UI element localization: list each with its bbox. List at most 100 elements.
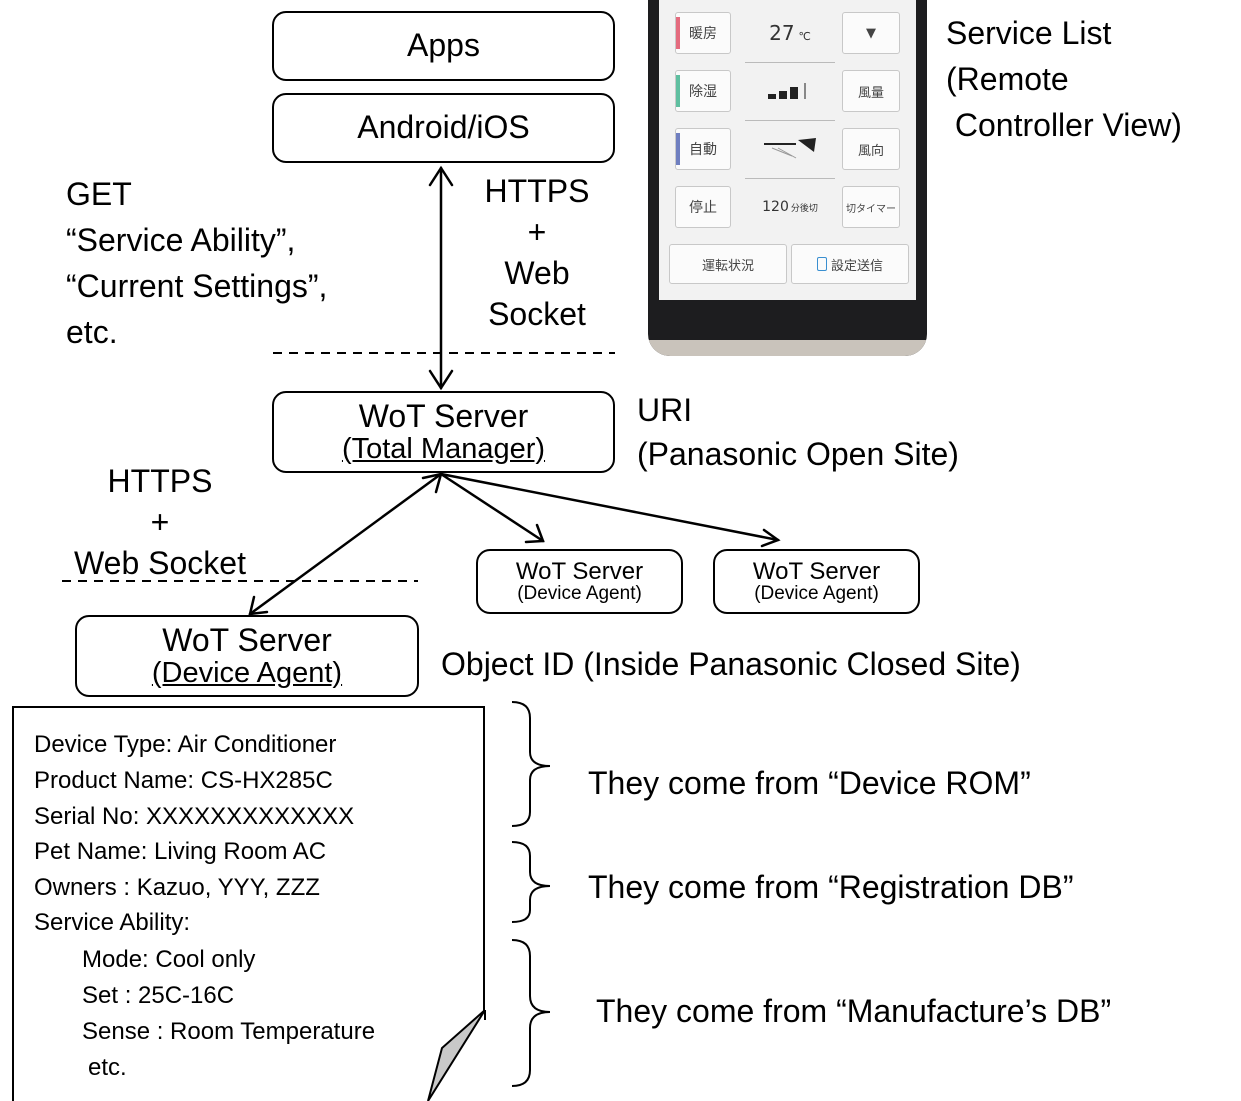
- get-label-line: etc.: [66, 314, 118, 350]
- connector-to-device-agent: [248, 472, 443, 616]
- https-left-line: HTTPS: [107, 463, 213, 499]
- get-label-line: GET: [66, 176, 132, 212]
- mode-color-bar: [676, 17, 680, 49]
- https-websocket-label-left: HTTPS + Web Socket: [50, 461, 270, 584]
- timer-display: 120 分後切: [745, 186, 835, 228]
- arrowhead-agent-left: [248, 595, 269, 616]
- card-page-curl: [427, 1010, 486, 1101]
- operation-status-button[interactable]: 運転状況: [669, 244, 787, 284]
- airflow-direction-icon: [745, 128, 835, 170]
- send-settings-label: 設定送信: [830, 258, 883, 274]
- https-websocket-label-top: HTTPS + Web Socket: [467, 171, 607, 335]
- fan-speed-bars: [768, 83, 806, 99]
- total-manager-subtitle: (Total Manager): [341, 432, 546, 465]
- card-line: Service Ability:: [34, 909, 191, 936]
- mode-color-bar: [676, 133, 680, 165]
- https-label-line: HTTPS: [484, 173, 590, 209]
- operation-status-label: 運転状況: [701, 258, 754, 274]
- https-label-line: Socket: [488, 296, 586, 332]
- remote-controller-screen: 暖房 27 ℃ ▼ 除湿 風量 自動: [659, 0, 916, 300]
- off-timer-label: 切タイマー: [846, 203, 896, 215]
- wot-server-device-agent-small-1: WoT Server (Device Agent): [476, 549, 683, 614]
- timer-unit: 分後切: [790, 203, 818, 214]
- temperature-down-button[interactable]: ▼: [842, 12, 900, 54]
- source-label-registration-db: They come from “Registration DB”: [588, 869, 1074, 905]
- mode-label: 暖房: [689, 26, 717, 42]
- brace-manufacture-db: [511, 939, 551, 1087]
- fan-speed-label: 風量: [857, 85, 884, 101]
- apps-box-label: Apps: [407, 27, 480, 64]
- object-id-label: Object ID (Inside Panasonic Closed Site): [441, 646, 1021, 682]
- small-agent-1-title: WoT Server: [515, 557, 644, 585]
- small-agent-2-title: WoT Server: [752, 557, 881, 585]
- https-left-line: +: [150, 504, 170, 540]
- airflow-direction-label: 風向: [857, 143, 884, 159]
- temperature-unit: ℃: [798, 29, 811, 43]
- card-line: Sense : Room Temperature: [82, 1018, 376, 1045]
- temperature-display: 27 ℃: [745, 12, 835, 54]
- card-line: Mode: Cool only: [82, 946, 256, 973]
- send-settings-button[interactable]: 設定送信: [791, 244, 909, 284]
- fan-speed-button[interactable]: 風量: [842, 70, 900, 112]
- remote-icon: [816, 257, 827, 271]
- divider: [745, 120, 835, 121]
- source-label-device-rom: They come from “Device ROM”: [588, 765, 1031, 801]
- uri-label-line: URI: [637, 392, 693, 428]
- https-label-line: Web: [504, 255, 570, 291]
- get-label-line: “Current Settings”,: [66, 268, 328, 304]
- https-label-line: +: [527, 214, 547, 250]
- service-list-line: Controller View): [946, 107, 1182, 143]
- card-line: Owners : Kazuo, YYY, ZZZ: [34, 874, 320, 901]
- arrowhead-up: [428, 165, 454, 187]
- card-line: Device Type: Air Conditioner: [34, 731, 337, 758]
- arrowhead-down: [428, 369, 454, 391]
- small-agent-2-subtitle: (Device Agent): [754, 583, 879, 605]
- brace-registration-db: [511, 841, 551, 923]
- mode-button-auto[interactable]: 自動: [675, 128, 731, 170]
- apps-box: Apps: [272, 11, 615, 81]
- brace-device-rom: [511, 701, 551, 827]
- small-agent-1-subtitle: (Device Agent): [517, 583, 642, 605]
- airflow-louver: [764, 138, 816, 159]
- get-label-line: “Service Ability”,: [66, 222, 296, 258]
- mode-label: 除湿: [689, 84, 717, 100]
- mode-button-heat[interactable]: 暖房: [675, 12, 731, 54]
- remote-controller-phone: 暖房 27 ℃ ▼ 除湿 風量 自動: [648, 0, 927, 356]
- mode-button-dehumidify[interactable]: 除湿: [675, 70, 731, 112]
- total-manager-title: WoT Server: [358, 397, 529, 434]
- off-timer-button[interactable]: 切タイマー: [842, 186, 900, 228]
- connector-to-small-agent-1: [439, 472, 545, 543]
- android-ios-box-label: Android/iOS: [357, 109, 530, 146]
- uri-label: URI (Panasonic Open Site): [637, 388, 959, 476]
- temperature-value: 27: [769, 21, 795, 45]
- card-line: Set : 25C-16C: [82, 982, 235, 1009]
- service-list-label: Service List (Remote Controller View): [946, 10, 1182, 148]
- mode-label: 停止: [689, 200, 717, 216]
- service-list-line: Service List: [946, 15, 1112, 51]
- mode-label: 自動: [689, 142, 717, 158]
- service-list-line: (Remote: [946, 61, 1069, 97]
- android-ios-box: Android/iOS: [272, 93, 615, 163]
- phone-base: [648, 340, 927, 356]
- arrowhead-small-agent-1: [524, 523, 545, 544]
- device-info-card: Device Type: Air Conditioner Product Nam…: [12, 706, 485, 1101]
- fan-speed-icon: [745, 70, 835, 112]
- airflow-direction-button[interactable]: 風向: [842, 128, 900, 170]
- uri-label-line: (Panasonic Open Site): [637, 436, 959, 472]
- card-line: Product Name: CS-HX285C: [34, 767, 333, 794]
- connector-to-small-agent-2: [439, 472, 780, 542]
- down-arrow-icon: ▼: [866, 25, 876, 41]
- get-request-label: GET “Service Ability”, “Current Settings…: [66, 171, 327, 355]
- timer-value: 120: [762, 199, 789, 215]
- https-left-line: Web Socket: [74, 545, 246, 581]
- divider: [745, 62, 835, 63]
- divider: [745, 178, 835, 179]
- device-agent-title: WoT Server: [162, 621, 332, 658]
- card-line: etc.: [88, 1054, 127, 1081]
- mode-color-bar: [676, 75, 680, 107]
- arrowhead-small-agent-2: [760, 528, 781, 548]
- mode-button-stop[interactable]: 停止: [675, 186, 731, 228]
- wot-server-device-agent-box: WoT Server (Device Agent): [75, 615, 419, 697]
- device-agent-subtitle: (Device Agent): [151, 656, 343, 689]
